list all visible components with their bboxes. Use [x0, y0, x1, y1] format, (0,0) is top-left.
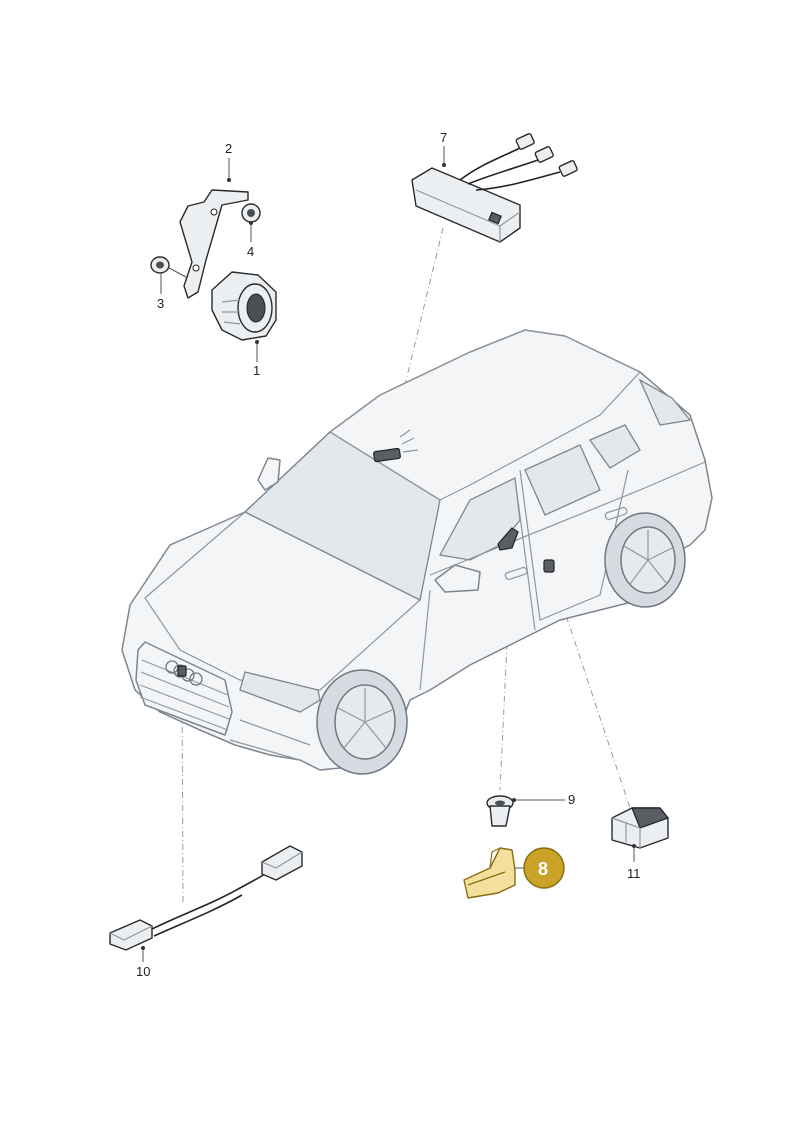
part-10-wiring-harness	[109, 845, 303, 951]
part-3-nut	[150, 256, 187, 278]
car-bumper-line	[229, 719, 311, 761]
car-front-wheel	[316, 669, 408, 775]
car-rear-wheel	[604, 512, 686, 608]
callout-9: 9	[568, 792, 575, 807]
car-rear-side-window	[524, 444, 601, 516]
pillar-sensor-marker	[497, 527, 519, 551]
car-front-door-line	[419, 477, 536, 691]
roof-marker-rays	[399, 429, 419, 453]
part-4-nut	[241, 203, 261, 223]
part-2-bracket	[179, 189, 249, 299]
leader-dot-7	[442, 163, 446, 167]
leader-dot-11	[632, 844, 636, 848]
leader-dot-2	[227, 178, 231, 182]
leader-dot-9	[512, 798, 516, 802]
callout-1: 1	[253, 363, 260, 378]
car-left-mirror	[257, 457, 281, 491]
car-rear-door-handle	[604, 506, 628, 521]
callout-2: 2	[225, 141, 232, 156]
part-11-switch	[611, 807, 669, 849]
car-side-mirror	[434, 564, 481, 593]
leader-dot-10	[141, 946, 145, 950]
callout-3: 3	[157, 296, 164, 311]
reference-line-10	[181, 674, 184, 906]
car-headlight	[239, 671, 321, 713]
callout-7: 7	[440, 130, 447, 145]
roof-module-marker	[373, 447, 401, 463]
callout-4: 4	[247, 244, 254, 259]
callout-11: 11	[627, 866, 641, 881]
callout-8: 8	[538, 859, 548, 879]
car-rear-window	[638, 378, 692, 426]
door-switch-marker	[543, 559, 555, 573]
car-roof	[328, 329, 641, 501]
part-8-body	[463, 847, 516, 899]
vehicle-illustration	[121, 329, 713, 775]
car-grille-slats	[139, 659, 230, 731]
part-9-clip	[486, 795, 514, 827]
leader-dot-4	[249, 221, 253, 225]
car-front-door-handle	[504, 566, 528, 581]
part-8-sensor-highlighted	[463, 847, 516, 899]
car-quarter-window	[589, 424, 641, 469]
leader-dot-1	[255, 340, 259, 344]
front-sensor-marker	[177, 665, 187, 677]
callout-10: 10	[136, 964, 150, 979]
callout-8-badge	[523, 847, 565, 889]
part-7-control-module	[411, 133, 578, 243]
part-1-siren	[211, 271, 277, 341]
